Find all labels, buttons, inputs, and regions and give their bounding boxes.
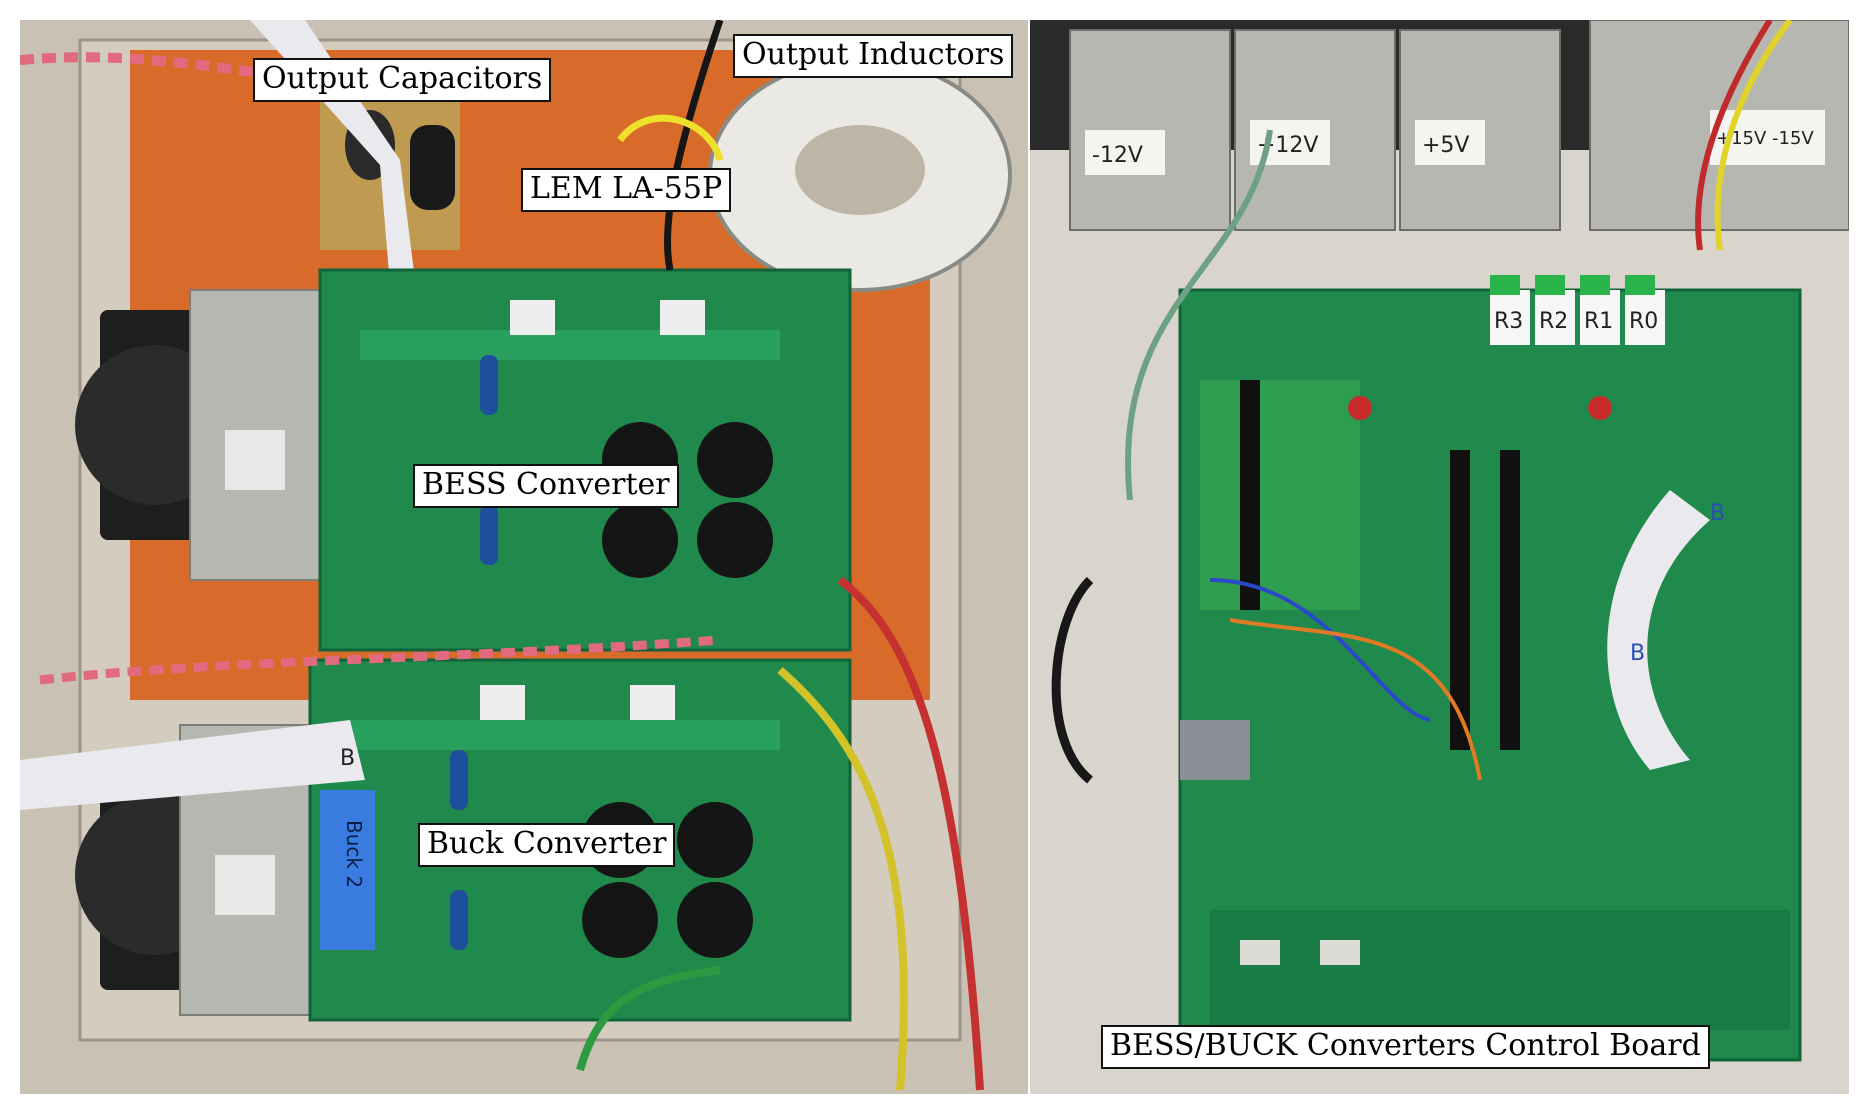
control-board-photo: -12V +12V +5V +15V -15V R3 R2 R1 R0 B B — [1030, 20, 1849, 1094]
ribbon-cable-bottom — [20, 720, 365, 810]
label-bess-converter: BESS Converter — [413, 464, 679, 508]
psu-label-plus-minus15: +15V -15V — [1716, 128, 1814, 149]
control-board-illustration: -12V +12V +5V +15V -15V R3 R2 R1 R0 B B — [1030, 20, 1849, 1094]
label-buck-converter: Buck Converter — [418, 823, 676, 867]
relay-label-r2: R2 — [1539, 309, 1568, 334]
psu-label-plus5: +5V — [1422, 133, 1469, 158]
ribbon-cable-right — [1607, 490, 1710, 770]
relay-label-r0: R0 — [1629, 309, 1658, 334]
label-control-board: BESS/BUCK Converters Control Board — [1101, 1025, 1710, 1069]
label-lem-sensor: LEM LA-55P — [521, 168, 732, 212]
relay-label-r3: R3 — [1494, 309, 1523, 334]
ribbon-label-bottom: B — [1630, 641, 1645, 666]
prototype-area — [1200, 380, 1360, 610]
ribbon-handwriting: B — [340, 746, 355, 771]
ribbon-label-top: B — [1710, 501, 1725, 526]
label-output-capacitors: Output Capacitors — [253, 58, 552, 102]
buck-tape-label — [320, 790, 375, 950]
relay-label-r1: R1 — [1584, 309, 1613, 334]
label-output-inductors: Output Inductors — [733, 34, 1014, 78]
converter-enclosure-photo: Buck 2 B Output Capacitors Output Induct… — [20, 20, 1028, 1094]
db9-connector — [1180, 720, 1250, 780]
dimm-connector — [1450, 450, 1470, 750]
buck-tape-text: Buck 2 — [342, 820, 366, 888]
psu-label-minus12: -12V — [1092, 143, 1143, 168]
